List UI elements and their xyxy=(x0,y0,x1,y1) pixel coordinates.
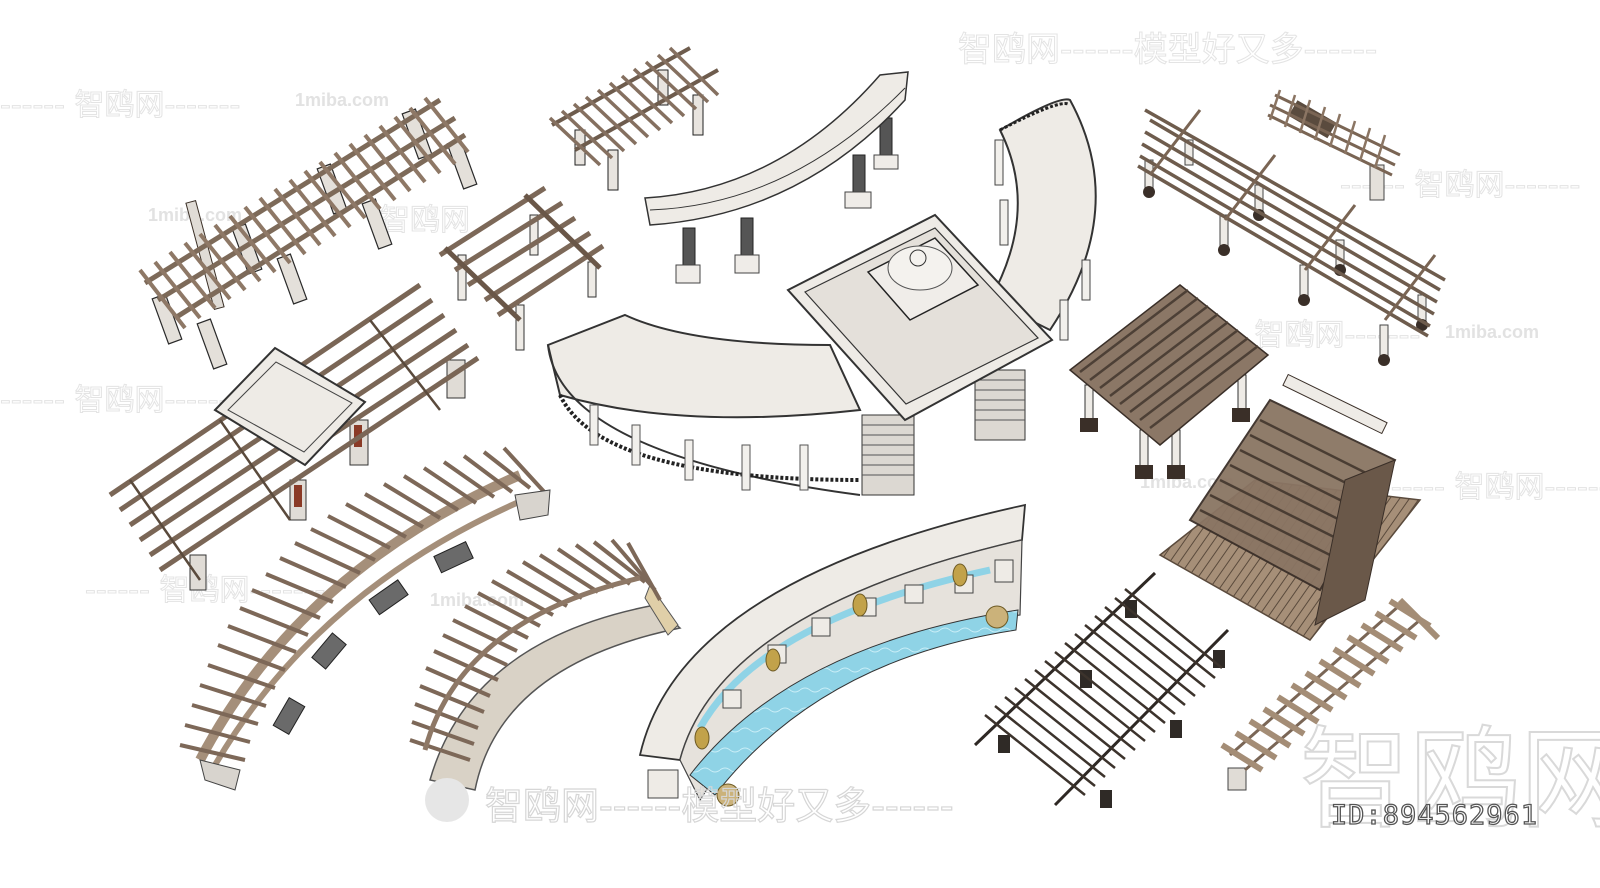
light-pergola xyxy=(1220,597,1441,791)
long-pergola-right xyxy=(1137,108,1446,366)
curved-colonnade-pool xyxy=(638,503,1027,807)
small-pergola-top xyxy=(548,46,720,191)
pavilion-curved-colonnade xyxy=(546,98,1097,496)
square-pergola-right xyxy=(1068,284,1270,479)
model-id-label: ID:894562961 xyxy=(1330,799,1538,831)
deck-pavilion xyxy=(1158,373,1422,641)
dark-pergola xyxy=(973,571,1230,808)
curved-pergola-stone-wall xyxy=(409,538,682,791)
watermark-logo-icon xyxy=(425,778,469,822)
small-pergola-top-right xyxy=(1267,89,1401,201)
curved-colonnade-top xyxy=(644,71,909,284)
small-pergola-white-columns xyxy=(438,185,605,351)
pergola-with-square-roof xyxy=(108,282,480,591)
curved-pergola-benches xyxy=(179,446,551,791)
long-pergola-stone-pillars xyxy=(138,96,478,370)
